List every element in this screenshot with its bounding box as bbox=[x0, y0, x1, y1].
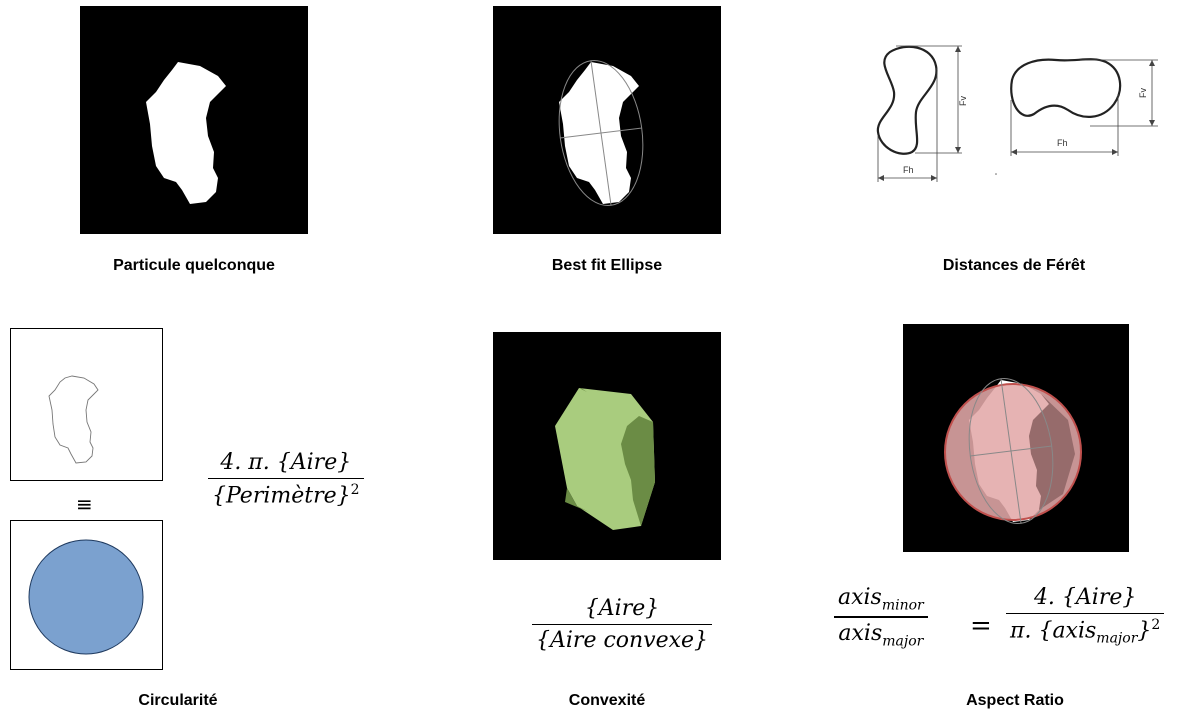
convexity-denominator: {Aire convexe} bbox=[536, 628, 709, 654]
convexity-image bbox=[493, 332, 721, 560]
feret-label-fv-2: Fv bbox=[1138, 88, 1148, 98]
particle-shape bbox=[146, 62, 226, 204]
best-fit-ellipse bbox=[558, 59, 644, 207]
fraction-bar bbox=[1006, 613, 1165, 615]
circularity-numerator: 4. π. {Aire} bbox=[220, 450, 352, 475]
fraction-bar bbox=[208, 478, 364, 480]
concavity-region bbox=[621, 416, 655, 526]
feret-label-fh-1: Fh bbox=[903, 165, 914, 175]
caption-aspect: Aspect Ratio bbox=[966, 692, 1064, 709]
aspect-right-numerator: 4. {Aire} bbox=[1033, 585, 1137, 610]
circularity-denominator: {Perimètre}2 bbox=[212, 482, 360, 509]
equiv-symbol: ≡ bbox=[76, 492, 93, 516]
equals-sign: = bbox=[970, 611, 992, 641]
feret-label-fv-1: Fv bbox=[958, 96, 968, 106]
axis-major: axismajor bbox=[838, 620, 924, 650]
particle-image bbox=[80, 6, 308, 234]
equivalent-circle bbox=[28, 539, 144, 655]
ellipse-image bbox=[493, 6, 721, 234]
caption-ellipse: Best fit Ellipse bbox=[551, 257, 663, 274]
aspect-ratio-formula: axisminor axismajor = 4. {Aire} π. {axis… bbox=[834, 585, 1174, 675]
caption-particule: Particule quelconque bbox=[113, 257, 275, 274]
aspect-left-fraction: axisminor axismajor bbox=[834, 585, 928, 649]
convexity-numerator: {Aire} bbox=[584, 596, 660, 621]
particle-outline-box bbox=[10, 328, 163, 481]
feret-shape-vertical bbox=[876, 45, 938, 155]
equivalent-circle-box bbox=[10, 520, 163, 670]
feret-label-fh-2: Fh bbox=[1057, 138, 1068, 148]
fraction-bar bbox=[532, 624, 713, 626]
caption-convexite: Convexité bbox=[568, 692, 646, 709]
caption-feret: Distances de Férêt bbox=[942, 257, 1086, 274]
particle-outline bbox=[48, 375, 99, 464]
feret-shape-horizontal bbox=[1010, 58, 1122, 118]
aspect-right-fraction: 4. {Aire} π. {axismajor}2 bbox=[1006, 585, 1165, 648]
circularity-formula: 4. π. {Aire} {Perimètre}2 bbox=[208, 450, 364, 509]
aspect-ratio-image bbox=[903, 324, 1129, 552]
feret-diagram: Fv Fh Fv Fh bbox=[876, 45, 1158, 182]
convexity-formula: {Aire} {Aire convexe} bbox=[532, 596, 713, 654]
caption-circularite: Circularité bbox=[138, 692, 218, 709]
aspect-right-denominator: π. {axismajor}2 bbox=[1010, 617, 1161, 648]
axis-minor: axisminor bbox=[838, 585, 924, 614]
fraction-bar bbox=[834, 616, 928, 618]
